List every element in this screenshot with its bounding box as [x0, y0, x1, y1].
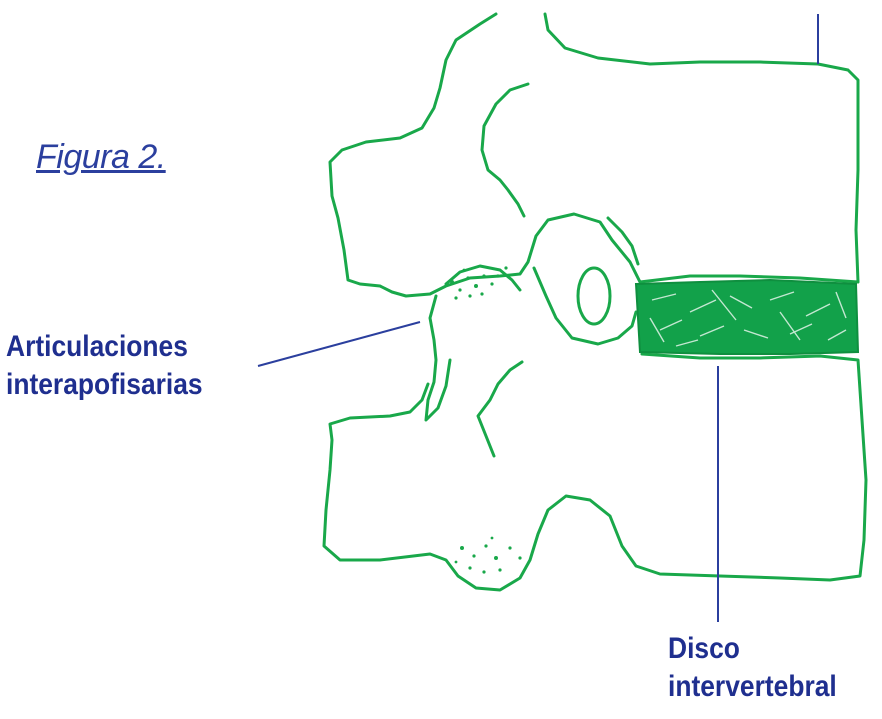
- intervertebral-disc: [636, 280, 858, 354]
- label-disco-line1: Disco: [668, 630, 837, 668]
- pedicle-lower-edge: [534, 268, 636, 344]
- pedicle-ring: [578, 268, 610, 324]
- label-articulaciones-line2: interapofisarias: [6, 366, 203, 404]
- label-articulaciones: Articulaciones interapofisarias: [6, 328, 203, 404]
- label-articulaciones-line1: Articulaciones: [6, 328, 203, 366]
- upper-vertebra-outline: [330, 14, 858, 296]
- upper-inner-contour: [482, 84, 528, 216]
- label-disco-line2: intervertebral: [668, 668, 837, 706]
- lower-articular-process: [426, 296, 450, 420]
- notch-stipple: [455, 537, 522, 574]
- figure-caption: Figura 2.: [36, 138, 166, 177]
- lower-vertebra-outline: [324, 354, 866, 590]
- label-disco: Disco intervertebral: [668, 630, 837, 706]
- leader-line-articulaciones: [258, 322, 420, 366]
- lower-inner-contour: [478, 362, 522, 456]
